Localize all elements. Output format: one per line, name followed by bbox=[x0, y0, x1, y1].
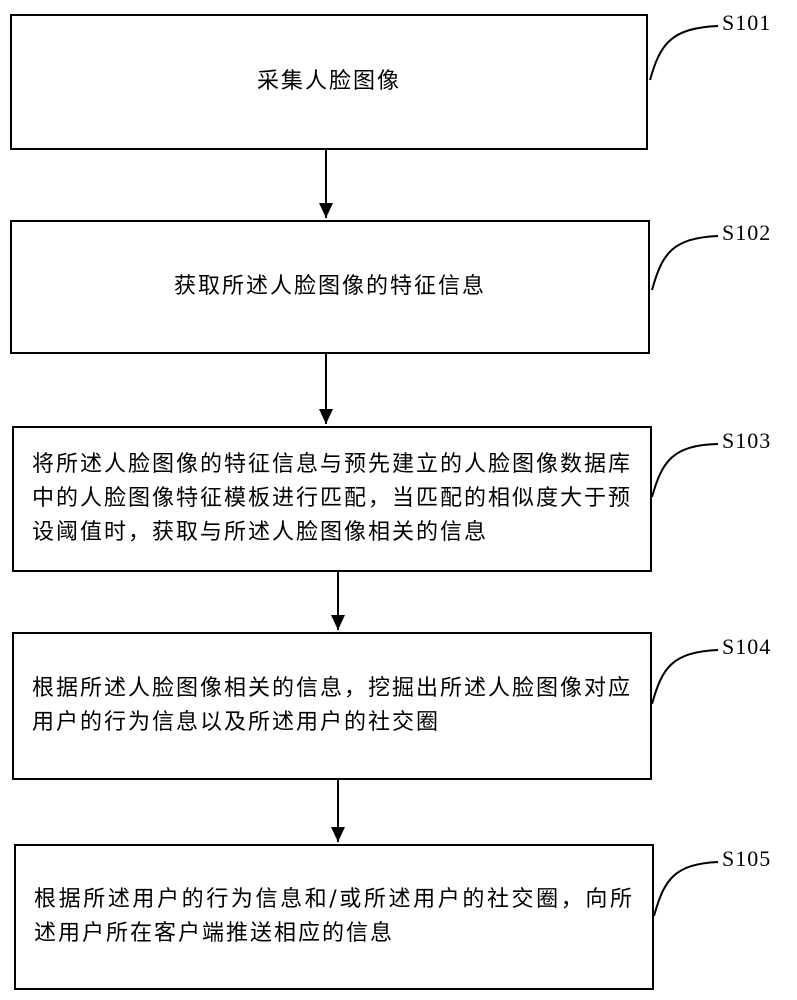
step-label-s101: S101 bbox=[722, 10, 772, 35]
step-box-s105: 根据所述用户的行为信息和/或所述用户的社交圈，向所述用户所在客户端推送相应的信息 bbox=[14, 844, 654, 990]
step-text-s102: 获取所述人脸图像的特征信息 bbox=[173, 274, 486, 299]
arrowhead-s102-s103 bbox=[319, 409, 333, 424]
step-text-s103: 将所述人脸图像的特征信息与预先建立的人脸图像数据库中的人脸图像特征模板进行匹配，… bbox=[32, 452, 633, 545]
step-text-s101: 采集人脸图像 bbox=[256, 69, 401, 94]
arrowhead-s103-s104 bbox=[331, 615, 345, 630]
step-label-s104: S104 bbox=[722, 634, 772, 659]
step-text-s105: 根据所述用户的行为信息和/或所述用户的社交圈，向所述用户所在客户端推送相应的信息 bbox=[34, 887, 634, 946]
step-box-s104: 根据所述人脸图像相关的信息，挖掘出所述人脸图像对应用户的行为信息以及所述用户的社… bbox=[12, 632, 652, 780]
step-box-s102: 获取所述人脸图像的特征信息 bbox=[10, 220, 650, 354]
step-box-s103: 将所述人脸图像的特征信息与预先建立的人脸图像数据库中的人脸图像特征模板进行匹配，… bbox=[12, 426, 652, 572]
leader-curve-s104 bbox=[651, 649, 719, 705]
arrowhead-s104-s105 bbox=[331, 827, 345, 842]
leader-curve-s103 bbox=[651, 443, 719, 498]
step-text-s104: 根据所述人脸图像相关的信息，挖掘出所述人脸图像对应用户的行为信息以及所述用户的社… bbox=[32, 676, 633, 735]
leader-curve-s105 bbox=[653, 861, 719, 917]
step-label-s102: S102 bbox=[722, 220, 772, 245]
arrowhead-s101-s102 bbox=[319, 203, 333, 218]
step-box-s101: 采集人脸图像 bbox=[10, 14, 648, 150]
step-label-s103: S103 bbox=[722, 428, 772, 453]
step-label-s105: S105 bbox=[722, 846, 772, 871]
leader-curve-s101 bbox=[649, 25, 719, 81]
leader-curve-s102 bbox=[651, 235, 719, 291]
